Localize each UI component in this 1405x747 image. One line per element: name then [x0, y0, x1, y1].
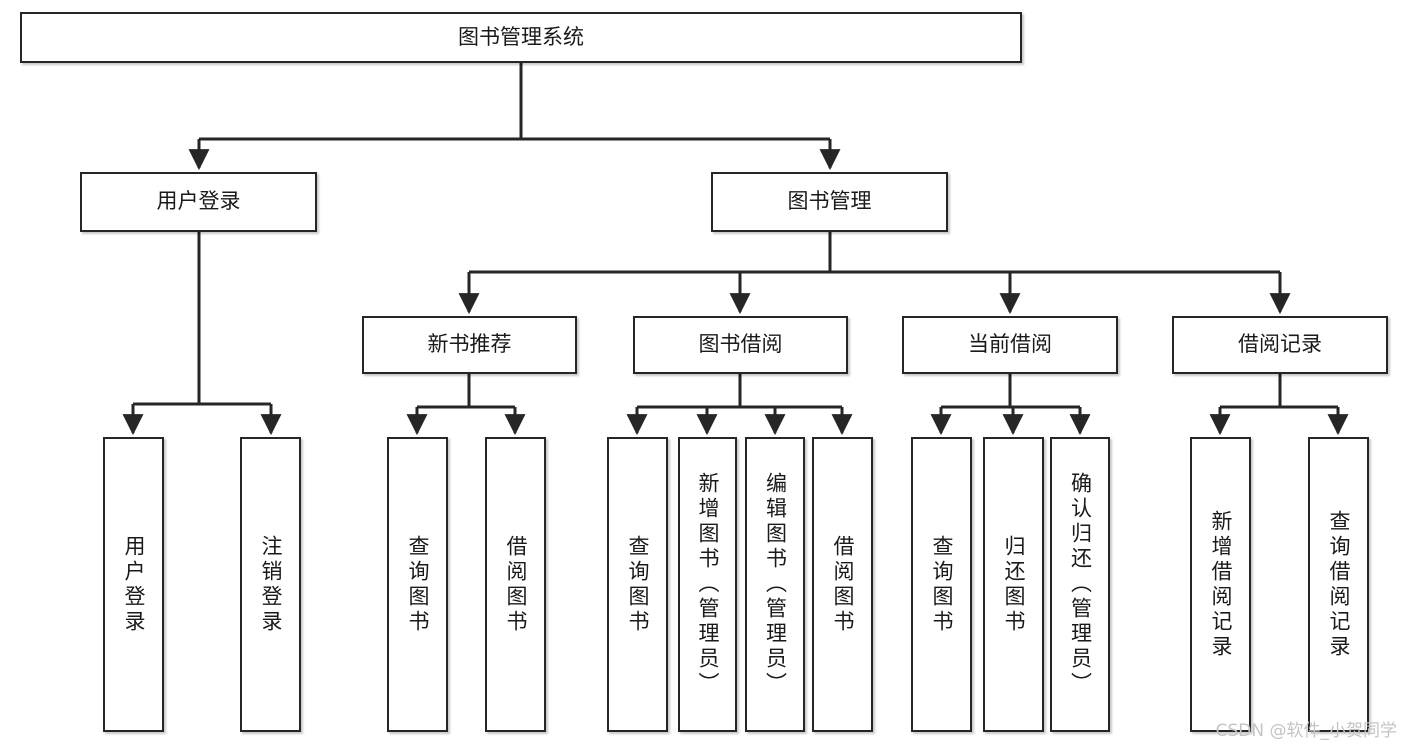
- node-leaf-return-book[interactable]: 归还图书: [983, 437, 1044, 732]
- node-book-manage[interactable]: 图书管理: [711, 172, 948, 232]
- node-root-label: 图书管理系统: [458, 24, 584, 49]
- node-root[interactable]: 图书管理系统: [20, 12, 1022, 63]
- node-leaf-borrow-book-2-label: 借阅图书: [831, 534, 855, 635]
- watermark-text: CSDN @软件_小贺同学: [1215, 721, 1397, 741]
- node-leaf-edit-book-label: 编辑图书（管理员）: [763, 472, 788, 697]
- node-book-borrow[interactable]: 图书借阅: [633, 316, 848, 374]
- node-leaf-edit-book[interactable]: 编辑图书（管理员）: [745, 437, 805, 732]
- node-leaf-query-book-1-label: 查询图书: [406, 534, 430, 635]
- node-book-borrow-label: 图书借阅: [698, 332, 783, 357]
- node-book-manage-label: 图书管理: [787, 189, 872, 214]
- node-leaf-borrow-book-1[interactable]: 借阅图书: [485, 437, 546, 732]
- node-borrow-record-label: 借阅记录: [1238, 332, 1322, 357]
- node-leaf-borrow-book-1-label: 借阅图书: [504, 534, 528, 635]
- node-leaf-borrow-book-2[interactable]: 借阅图书: [812, 437, 873, 732]
- node-leaf-query-record-label: 查询借阅记录: [1327, 509, 1351, 660]
- node-leaf-add-book-label: 新增图书（管理员）: [696, 472, 720, 697]
- node-leaf-query-book-2[interactable]: 查询图书: [607, 437, 668, 732]
- node-leaf-user-login[interactable]: 用户登录: [103, 437, 164, 732]
- node-leaf-query-book-3-label: 查询图书: [930, 534, 954, 635]
- node-leaf-confirm-return[interactable]: 确认归还（管理员）: [1050, 437, 1110, 732]
- node-leaf-query-book-3[interactable]: 查询图书: [911, 437, 972, 732]
- node-user-login[interactable]: 用户登录: [80, 172, 317, 232]
- node-new-book-recommend[interactable]: 新书推荐: [362, 316, 577, 374]
- node-leaf-user-login-label: 用户登录: [122, 534, 146, 635]
- node-borrow-record[interactable]: 借阅记录: [1172, 316, 1388, 374]
- node-leaf-confirm-return-label: 确认归还（管理员）: [1068, 472, 1093, 697]
- node-leaf-user-logout-label: 注销登录: [259, 534, 283, 635]
- node-leaf-return-book-label: 归还图书: [1002, 534, 1026, 635]
- node-leaf-add-record[interactable]: 新增借阅记录: [1190, 437, 1251, 732]
- node-user-login-label: 用户登录: [156, 189, 241, 214]
- node-leaf-add-book[interactable]: 新增图书（管理员）: [678, 437, 737, 732]
- node-leaf-query-record[interactable]: 查询借阅记录: [1308, 437, 1369, 732]
- node-new-book-recommend-label: 新书推荐: [427, 332, 512, 357]
- node-leaf-add-record-label: 新增借阅记录: [1209, 509, 1233, 660]
- node-current-borrow-label: 当前借阅: [968, 332, 1052, 357]
- node-leaf-query-book-2-label: 查询图书: [626, 534, 650, 635]
- node-leaf-user-logout[interactable]: 注销登录: [240, 437, 301, 732]
- node-current-borrow[interactable]: 当前借阅: [902, 316, 1118, 374]
- node-leaf-query-book-1[interactable]: 查询图书: [387, 437, 448, 732]
